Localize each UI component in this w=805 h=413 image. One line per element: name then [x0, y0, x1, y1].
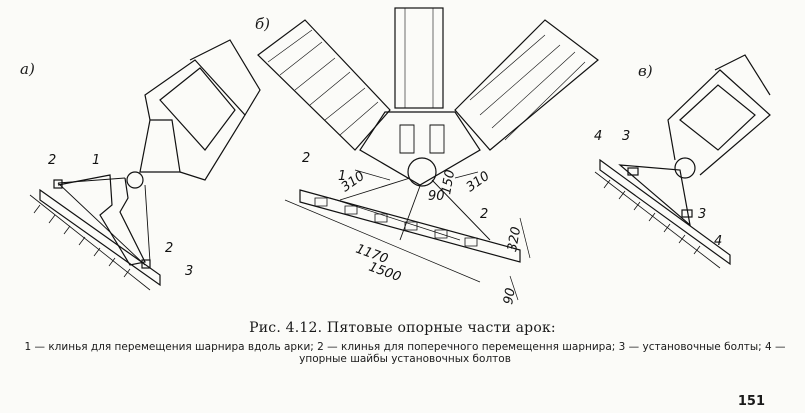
- callout-b-2-right: 2: [480, 207, 488, 222]
- panel-label-b: б): [255, 15, 271, 33]
- callout-b-2-left: 2: [302, 151, 310, 166]
- panel-v-drawing: [594, 54, 771, 269]
- panel-label-a: а): [20, 60, 35, 78]
- panel-a-drawing: [29, 39, 261, 291]
- figure-drawing: 2 1 2 3 2 1 2 4 3 3 4 310 150 310 90 117…: [29, 7, 771, 306]
- dimension-150: 150: [439, 169, 458, 196]
- dimension-90-mid: 90: [428, 189, 445, 204]
- callout-a-2-bottom: 2: [165, 241, 173, 256]
- figure-caption: Рис. 4.12. Пятовые опорные части арок:: [249, 320, 556, 336]
- callout-v-3-bottom: 3: [698, 207, 706, 222]
- figure-legend: 1 — клинья для перемещения шарнира вдоль…: [24, 341, 786, 365]
- callout-v-4-bottom: 4: [714, 234, 722, 249]
- panel-b-drawing: [257, 7, 599, 301]
- callout-a-2-top: 2: [48, 153, 56, 168]
- dimension-90-right: 90: [501, 287, 519, 306]
- dimension-320: 320: [505, 226, 524, 253]
- callout-b-1: 1: [338, 169, 346, 184]
- page-number: 151: [737, 394, 765, 409]
- dimension-1500: 1500: [367, 260, 403, 285]
- panel-label-v: в): [638, 62, 653, 80]
- figure-4-12: 2 1 2 3 2 1 2 4 3 3 4 310 150 310 90 117…: [20, 7, 771, 306]
- callout-a-3: 3: [185, 264, 193, 279]
- dimension-310-right: 310: [464, 169, 493, 196]
- callout-v-3-top: 3: [622, 129, 630, 144]
- callout-a-1: 1: [92, 153, 100, 168]
- callout-v-4-top: 4: [594, 129, 602, 144]
